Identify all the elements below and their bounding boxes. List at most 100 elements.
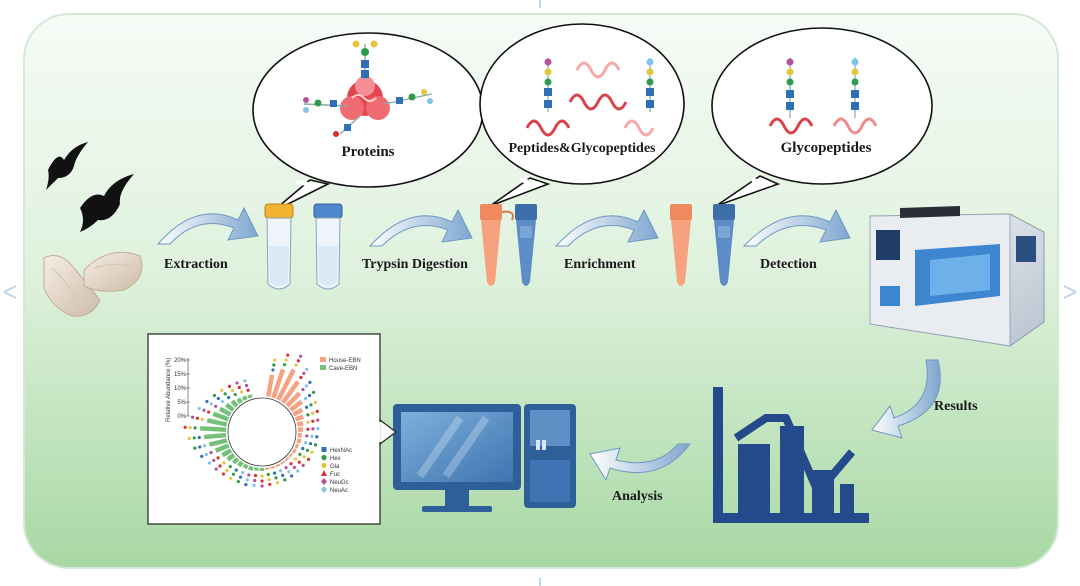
inset-glycan-dot <box>313 443 318 447</box>
bubble-label-glycopeptides: Glycopeptides <box>781 140 872 156</box>
inset-glycan-dot <box>278 469 283 473</box>
inset-glycan-dot <box>204 452 208 457</box>
inset-glycan-dot <box>227 384 232 389</box>
inset-glycan-dot <box>243 379 247 383</box>
inset-glycan-dot <box>316 426 320 431</box>
inset-glycan-dot <box>298 452 302 456</box>
inset-glycan-dot <box>315 409 319 413</box>
inset-mono-label: NeuGc <box>330 480 349 486</box>
inset-glycan-dot <box>214 467 218 471</box>
bubble-glycopeptides: Glycopeptides <box>711 27 933 207</box>
arrow-enrichment <box>554 208 659 247</box>
arrow-extraction <box>156 206 259 245</box>
results-chart-icon <box>713 387 869 523</box>
inset-glycan-dot <box>306 420 310 424</box>
inset-glycan-dot <box>207 461 212 465</box>
inset-ytick-label: 15% <box>174 372 187 378</box>
inset-glycan-dot <box>315 435 319 439</box>
inset-radial-bar <box>230 399 239 408</box>
inset-radial-bar <box>208 438 228 447</box>
inset-glycan-dot <box>304 384 309 388</box>
inset-ytick-label: 10% <box>174 386 187 392</box>
inset-glycan-dot <box>209 451 213 455</box>
inset-glycan-dot <box>245 478 249 482</box>
inset-glycan-dot <box>216 456 220 460</box>
inset-mono-symbol <box>321 454 327 461</box>
inset-glycan-dot <box>273 358 277 362</box>
inset-glycan-dot <box>200 417 204 421</box>
inset-radial-bar <box>247 394 253 399</box>
inset-radial-bar <box>281 380 300 404</box>
inset-glycan-dot <box>266 472 270 477</box>
inset-glycan-dot <box>313 400 317 405</box>
bubble-peptides: Peptides&Glycopeptides <box>479 23 685 207</box>
inset-radial-bar <box>296 421 304 427</box>
inset-radial-bar <box>285 391 302 408</box>
step-label-analysis: Analysis <box>612 489 663 504</box>
inset-glycan-dot <box>311 390 316 395</box>
inset-glycan-dot <box>235 381 239 385</box>
inset-glycan-dot <box>305 448 310 452</box>
inset-glycan-dot <box>192 436 196 440</box>
left-arrow-hint <box>3 285 17 299</box>
inset-glycan-dot <box>272 471 277 475</box>
inset-radial-bar <box>212 411 230 422</box>
inset-radial-bar <box>280 460 286 465</box>
bubble-proteins: Proteins <box>252 32 484 213</box>
inset-glycan-dot <box>229 476 233 481</box>
inset-glycan-dot <box>305 405 309 409</box>
inset-radial-bar <box>231 457 240 465</box>
swiftlet-bird-icon <box>46 142 88 190</box>
mass-spectrometer-icon <box>869 206 1045 347</box>
inset-glycan-dot <box>188 426 192 430</box>
inset-glycan-dot <box>293 457 298 461</box>
inset-glycan-dot <box>209 402 213 406</box>
inset-glycan-dot <box>310 450 314 454</box>
inset-radial-bar <box>271 368 286 399</box>
microtube-blue-icon <box>515 204 537 286</box>
inset-radial-bar <box>237 460 244 468</box>
inset-radial-bar <box>224 402 235 412</box>
inset-glycan-dot <box>274 476 278 480</box>
inset-group-label: Cave-EBN <box>329 366 357 372</box>
inset-glycan-dot <box>304 396 308 401</box>
inset-glycan-dot <box>308 380 312 384</box>
inset-glycan-dot <box>260 484 264 488</box>
inset-radial-bar <box>248 465 254 471</box>
inset-glycan-dot <box>234 468 238 472</box>
inset-glycan-dot <box>305 367 309 371</box>
inset-radial-bar <box>221 448 233 458</box>
inset-mono-symbol <box>321 478 327 485</box>
inset-group-swatch <box>320 357 326 362</box>
microtube-orange-icon <box>480 204 514 286</box>
inset-radial-bar <box>214 443 230 453</box>
inset-glycan-dot <box>238 475 243 479</box>
inset-glycan-dot <box>304 440 308 445</box>
inset-mono-label: Fuc <box>330 472 340 478</box>
inset-glycan-dot <box>311 419 315 423</box>
bubble-label-peptides: Peptides&Glycopeptides <box>509 141 657 156</box>
falcon-tube-icon <box>313 203 343 290</box>
inset-glycan-dot <box>299 375 303 380</box>
inset-radial-bar <box>218 406 232 417</box>
inset-glycan-dot <box>306 413 310 417</box>
inset-glycan-dot <box>301 463 305 467</box>
peptide-icons <box>525 58 655 137</box>
right-arrow-hint <box>1063 285 1077 299</box>
inset-glycan-dot <box>260 479 264 483</box>
inset-radial-bar <box>296 438 302 444</box>
inset-radial-bar <box>242 463 249 470</box>
inset-radial-bar <box>236 397 243 404</box>
inset-radial-bar <box>270 465 276 469</box>
inset-glycan-dot <box>253 473 258 478</box>
inset-glycan-dot <box>223 392 227 396</box>
arrow-digestion <box>368 208 473 247</box>
inset-radial-bar <box>294 414 305 422</box>
inset-glycan-dot <box>252 483 256 488</box>
inset-radial-bar <box>291 448 297 454</box>
inset-inner-ring <box>227 397 297 467</box>
inset-ytick-label: 5% <box>177 400 186 406</box>
arrow-detection <box>742 208 851 247</box>
step-label-enrichment: Enrichment <box>564 257 636 272</box>
